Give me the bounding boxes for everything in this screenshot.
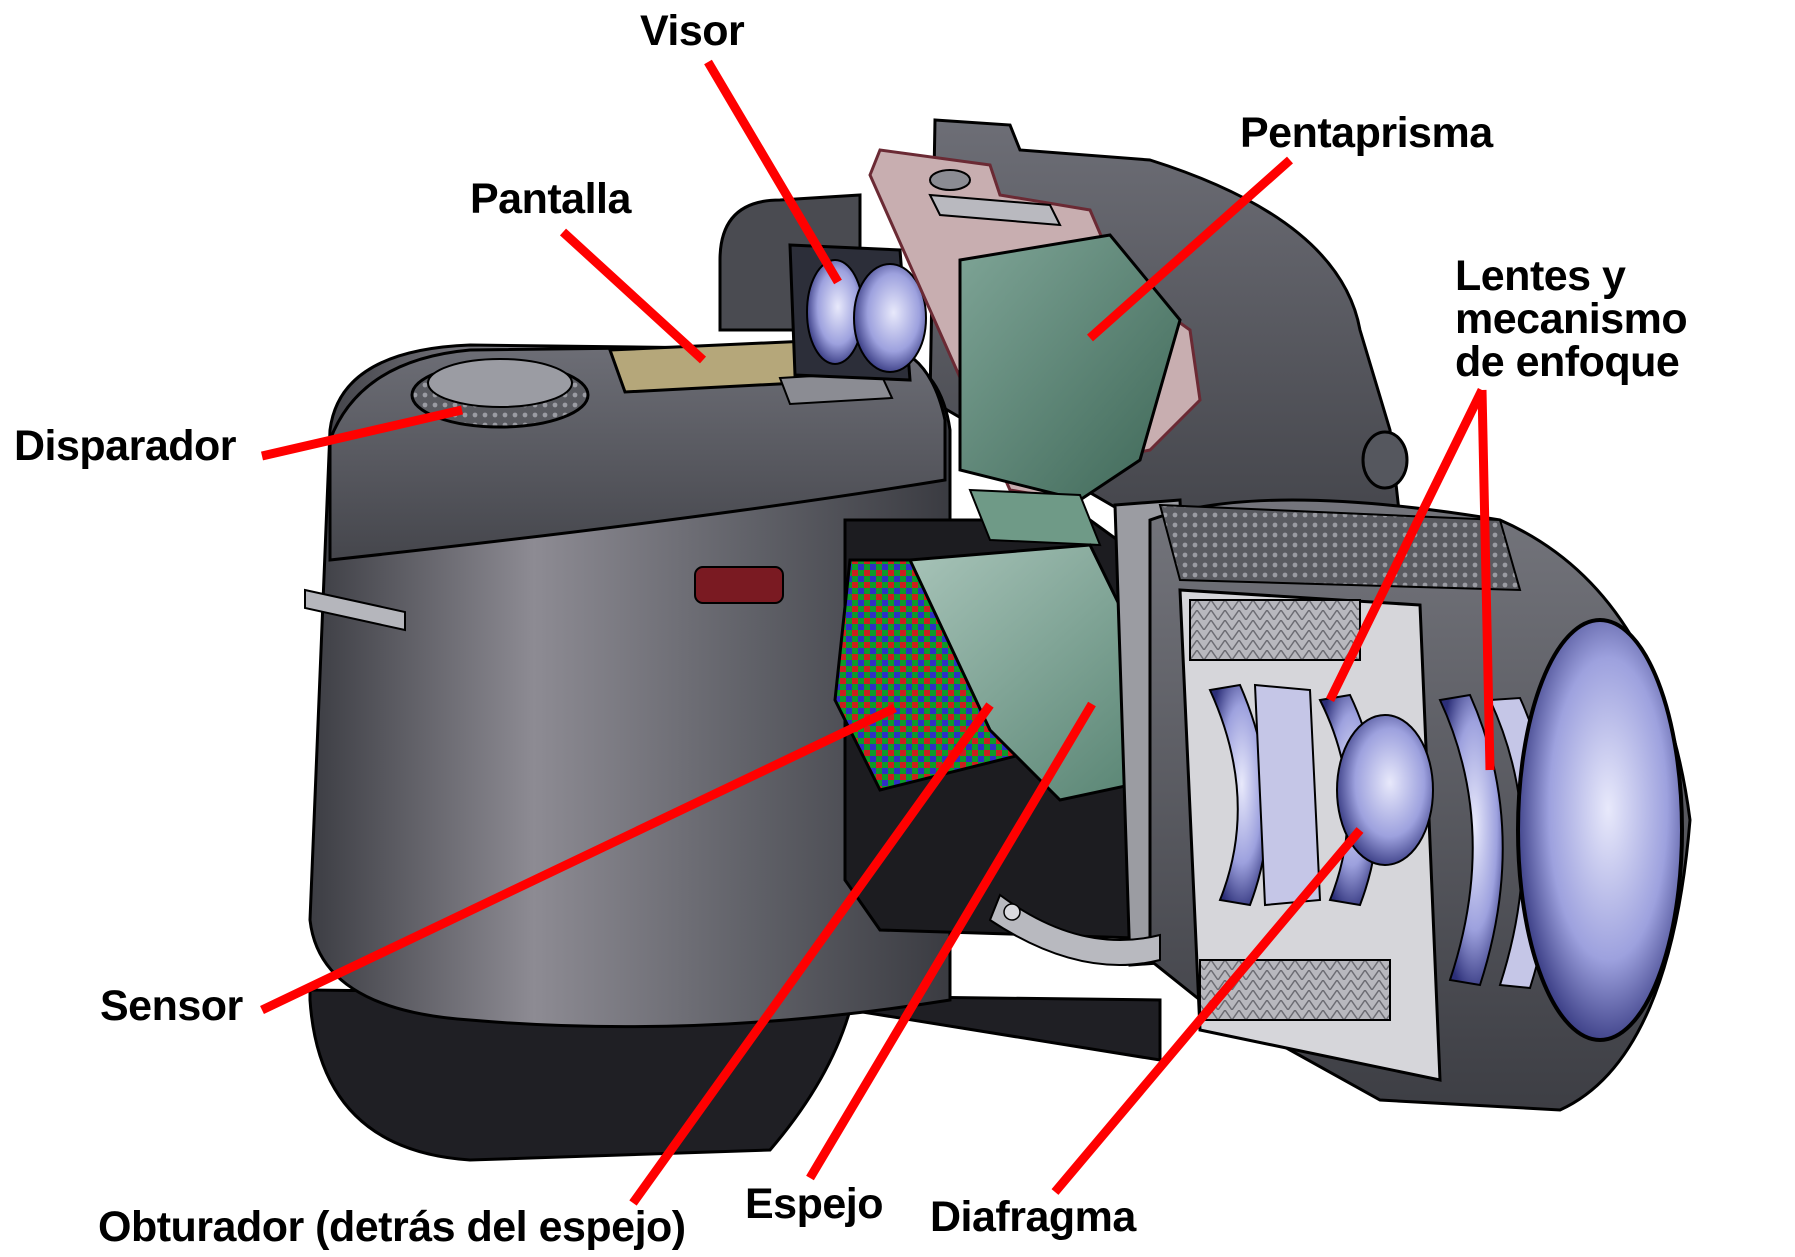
label-lentes-line-3: de enfoque [1455, 338, 1680, 386]
leader-lentes-1 [1325, 388, 1487, 702]
eyepiece-lens-2 [853, 263, 927, 373]
hot-shoe [928, 193, 1062, 227]
focusing-screen [968, 488, 1102, 547]
leader-pentaprisma [1087, 156, 1293, 342]
shutter-button [427, 358, 573, 408]
label-disparador: Disparador [14, 422, 237, 470]
side-button [1361, 430, 1409, 490]
leader-obturador [629, 702, 994, 1206]
hot-shoe-screw [929, 169, 971, 191]
label-diafragma: Diafragma [930, 1193, 1136, 1241]
leader-espejo [806, 701, 1096, 1181]
rear-lens-2 [1253, 683, 1322, 907]
label-obturador: Obturador (detrás del espejo) [98, 1203, 686, 1251]
label-lentes-line-2: mecanismo [1455, 295, 1688, 343]
aperture-element [1336, 714, 1434, 866]
label-lentes-line-1: Lentes y [1455, 252, 1626, 300]
af-assist-lamp [694, 566, 784, 604]
leader-diafragma [1051, 827, 1364, 1195]
leader-pantalla [559, 228, 707, 364]
leader-lines [260, 59, 1495, 1206]
diaphragm-arc [988, 893, 1161, 966]
leader-lentes-2 [1477, 389, 1495, 771]
diaphragm-screw [1003, 903, 1021, 921]
leader-visor [704, 59, 842, 285]
leader-disparador [260, 405, 464, 461]
label-lentes: Lentes y mecanismo de enfoque [1455, 252, 1688, 386]
label-visor: Visor [640, 7, 745, 55]
focus-ring [1158, 503, 1522, 592]
leader-sensor [260, 703, 897, 1015]
label-espejo: Espejo [745, 1180, 884, 1228]
camera-base [308, 988, 1162, 1162]
label-pentaprisma: Pentaprisma [1240, 109, 1493, 157]
helicoid-threads-upper [1189, 599, 1361, 661]
label-sensor: Sensor [100, 982, 243, 1030]
helicoid-threads-lower [1199, 959, 1391, 1021]
strap-lug [304, 588, 406, 632]
front-element [1516, 618, 1684, 1042]
label-pantalla: Pantalla [470, 175, 631, 223]
